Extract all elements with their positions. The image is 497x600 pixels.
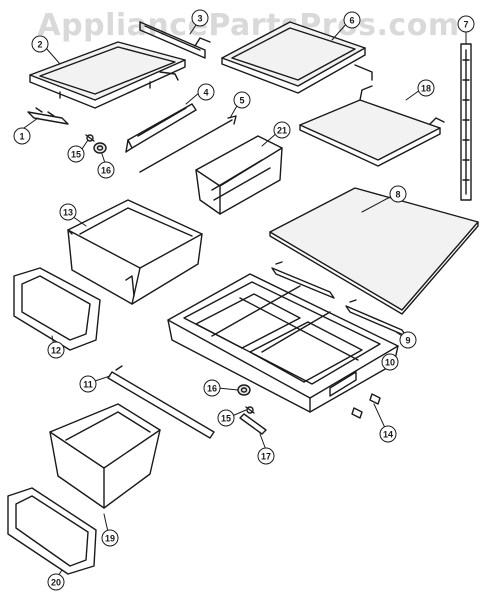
svg-text:17: 17 [261, 452, 271, 462]
callout-2: 2 [31, 35, 49, 53]
svg-text:7: 7 [463, 20, 468, 30]
callout-4: 4 [197, 83, 215, 101]
svg-text:6: 6 [349, 16, 354, 26]
part-17-latch [239, 413, 267, 435]
part-12-drawer-front [13, 267, 101, 351]
callout-11: 11 [79, 375, 97, 393]
svg-text:3: 3 [197, 14, 202, 24]
part-16-cam-upper [93, 142, 107, 154]
callout-3: 3 [191, 9, 209, 27]
part-13-crisper-drawer [67, 199, 203, 305]
callout-9: 9 [399, 331, 417, 349]
part-14-screws [351, 393, 381, 419]
part-16-cam-lower [237, 384, 251, 396]
part-7-ladder-rail [460, 43, 472, 201]
svg-text:21: 21 [277, 126, 287, 136]
callout-15-upper: 15 [67, 145, 85, 163]
part-19-lower-bin [49, 403, 161, 509]
svg-text:18: 18 [421, 84, 431, 94]
svg-text:15: 15 [221, 414, 231, 424]
callouts: 1 2 3 4 5 6 7 8 9 10 11 12 13 14 15 16 1… [13, 9, 475, 591]
part-6-glass-shelf [221, 21, 373, 94]
svg-text:8: 8 [395, 190, 400, 200]
callout-1: 1 [13, 127, 31, 145]
part-8-glass-panel [269, 187, 479, 315]
callout-6: 6 [343, 11, 361, 29]
svg-text:1: 1 [19, 132, 24, 142]
callout-7: 7 [457, 15, 475, 33]
part-21-bin [195, 135, 283, 215]
callout-13: 13 [59, 203, 77, 221]
part-15-screw-lower [245, 406, 255, 414]
part-3-shelf-bracket [139, 21, 211, 59]
callout-17: 17 [257, 447, 275, 465]
callout-10: 10 [381, 353, 399, 371]
svg-text:10: 10 [385, 358, 395, 368]
part-15-screw-upper [85, 134, 95, 142]
svg-text:2: 2 [37, 40, 42, 50]
svg-text:16: 16 [207, 384, 217, 394]
callout-19: 19 [101, 529, 119, 547]
part-11-long-rail [107, 365, 215, 439]
callout-8: 8 [389, 185, 407, 203]
part-2-glass-shelf [29, 41, 186, 109]
callout-16-upper: 16 [97, 161, 115, 179]
callout-14: 14 [379, 425, 397, 443]
callout-20: 20 [47, 573, 65, 591]
svg-text:20: 20 [51, 578, 61, 588]
part-18-flip-shelf [299, 85, 445, 167]
svg-text:16: 16 [101, 166, 111, 176]
svg-text:14: 14 [383, 430, 393, 440]
svg-text:5: 5 [239, 96, 244, 106]
part-rail-upper-left [271, 261, 335, 299]
svg-text:11: 11 [83, 380, 93, 390]
part-1-shelf-support [27, 107, 69, 125]
callout-15-lower: 15 [217, 409, 235, 427]
part-10-crisper-frame [167, 273, 399, 413]
svg-text:9: 9 [405, 336, 410, 346]
svg-text:19: 19 [105, 534, 115, 544]
part-4-shelf-rail [125, 103, 197, 153]
svg-text:13: 13 [63, 208, 73, 218]
svg-text:15: 15 [71, 150, 81, 160]
svg-text:12: 12 [51, 346, 61, 356]
callout-12: 12 [47, 341, 65, 359]
part-20-drawer-front [7, 487, 97, 575]
callout-5: 5 [233, 91, 251, 109]
callout-21: 21 [273, 121, 291, 139]
callout-18: 18 [417, 79, 435, 97]
callout-16-lower: 16 [203, 379, 221, 397]
svg-text:4: 4 [203, 88, 208, 98]
